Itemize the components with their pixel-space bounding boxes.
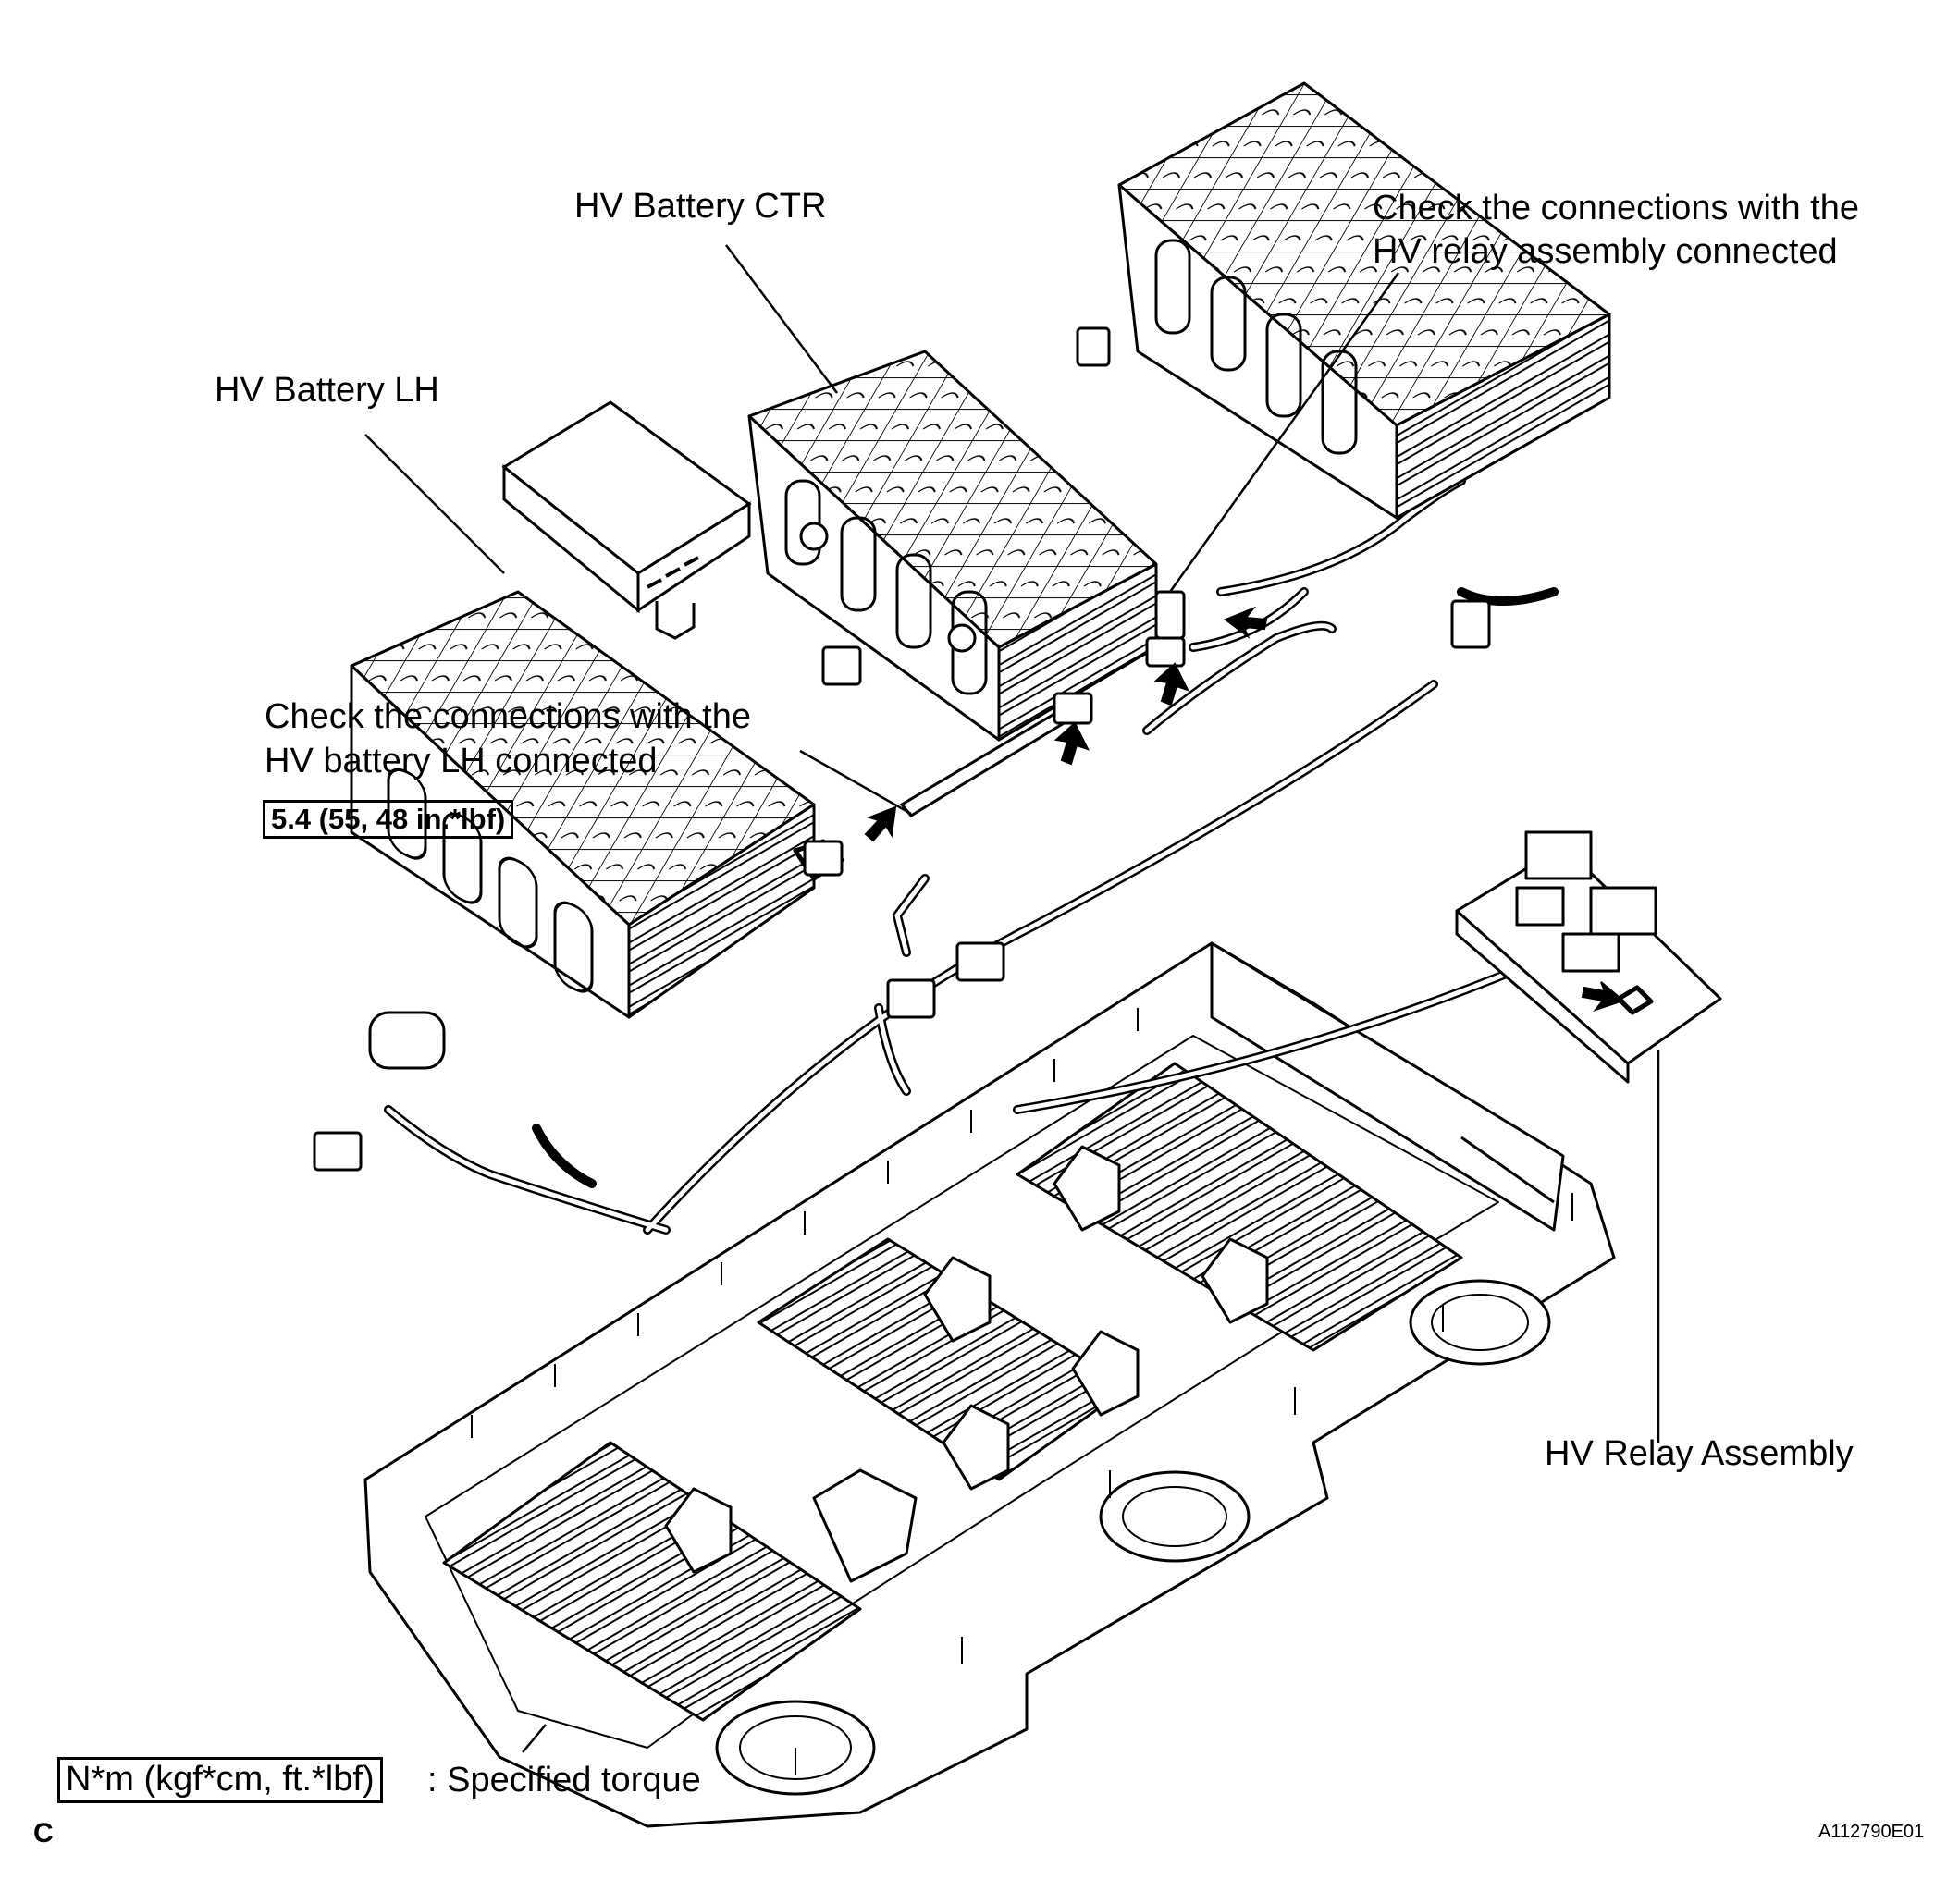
label-check-relay-line2: HV relay assembly connected [1373,232,1838,271]
legend-torque-unit-box: N*m (kgf*cm, ft.*lbf) [57,1757,383,1803]
label-check-lh-line2: HV battery LH connected [265,742,658,780]
label-hv-battery-lh: HV Battery LH [215,371,439,410]
connection-arrows [864,606,1626,1013]
hv-battery-lh-module [350,590,844,1019]
battery-ecu [501,400,752,640]
legend-torque-description: : Specified torque [427,1761,701,1800]
battery-tray-frame [363,941,1616,1828]
label-check-relay-line1: Check the connections with the [1373,189,1859,227]
figure-id: A112790E01 [1818,1822,1925,1842]
hv-battery-rh-module [1117,81,1611,520]
leader-lines [364,244,1660,1753]
corner-letter: C [33,1818,54,1849]
hv-battery-ctr-module [747,350,1158,742]
label-hv-relay-assembly: HV Relay Assembly [1545,1434,1854,1473]
hv-relay-assembly [1455,830,1722,1084]
label-hv-battery-ctr: HV Battery CTR [574,187,827,226]
label-check-lh-line1: Check the connections with the [265,697,751,736]
connectors-and-busbar [313,326,1491,1172]
torque-value-box: 5.4 (55, 48 in.*lbf) [263,800,514,839]
